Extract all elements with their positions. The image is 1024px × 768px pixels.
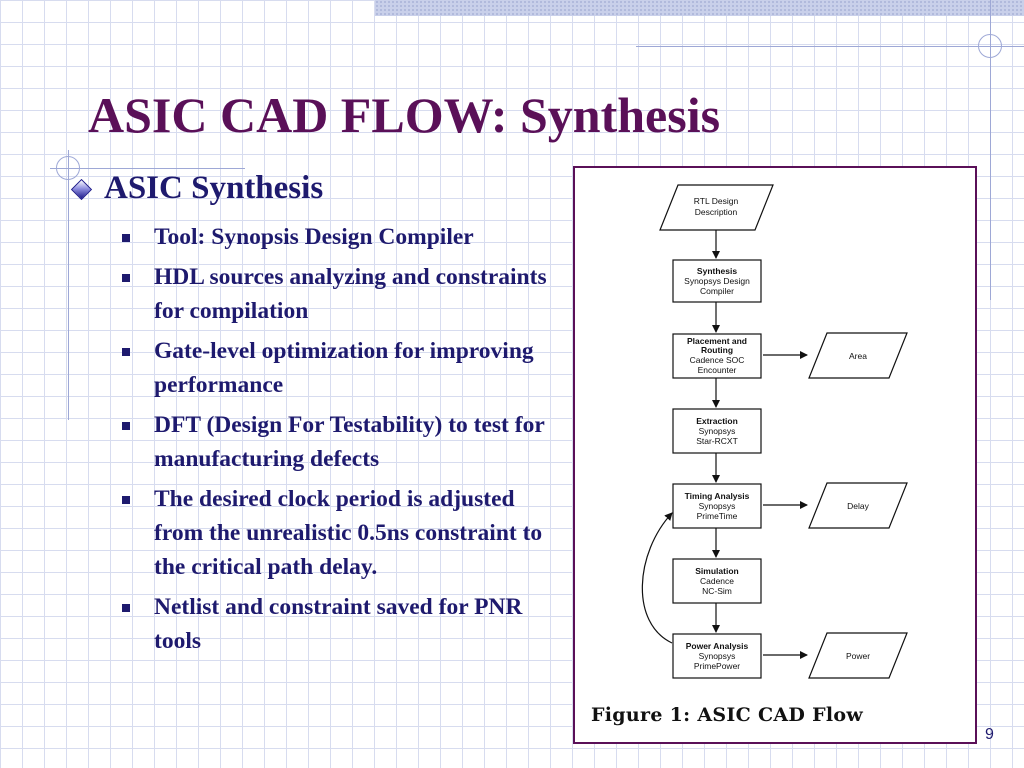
loop-arrow (641, 512, 673, 644)
sub-bullet-text: Netlist and constraint saved for PNR too… (154, 594, 523, 654)
slide-title: ASIC CAD FLOW: Synthesis (88, 87, 721, 143)
decor-line (68, 150, 69, 420)
flow-figure: RTL Design Description Synthesis Synopsy… (573, 166, 977, 744)
output-label: Area (849, 351, 867, 361)
node-label: Placement and (687, 336, 747, 346)
decor-line (990, 0, 991, 300)
top-decor-bar (375, 0, 1024, 16)
square-bullet-icon (122, 496, 130, 504)
crosshair-icon (56, 156, 80, 180)
square-bullet-icon (122, 348, 130, 356)
sub-bullet: DFT (Design For Testability) to test for… (122, 408, 552, 476)
sub-bullet-text: HDL sources analyzing and constraints fo… (154, 264, 547, 324)
node-label: PrimeTime (697, 511, 738, 521)
node-label: PrimePower (694, 661, 740, 671)
node-label: Cadence SOC (690, 355, 745, 365)
rtl-design-node: RTL Design Description (659, 184, 774, 231)
node-label: Synopsys (699, 651, 736, 661)
square-bullet-icon (122, 604, 130, 612)
sub-bullet-list: Tool: Synopsis Design Compiler HDL sourc… (122, 220, 552, 664)
sub-bullet: Tool: Synopsis Design Compiler (122, 220, 552, 254)
sub-bullet-text: The desired clock period is adjusted fro… (154, 486, 543, 580)
crosshair-icon (978, 34, 1002, 58)
node-label: Power Analysis (686, 641, 749, 651)
area-output-node: Area (808, 332, 908, 379)
node-label: Star-RCXT (696, 436, 738, 446)
diamond-bullet-icon (72, 180, 90, 198)
output-label: Delay (847, 501, 869, 511)
square-bullet-icon (122, 234, 130, 242)
node-label: Synopsys (699, 426, 736, 436)
simulation-node: Simulation Cadence NC-Sim (672, 558, 762, 604)
page-number: 9 (985, 726, 994, 743)
node-label: NC-Sim (702, 586, 732, 596)
node-label: Simulation (695, 566, 738, 576)
decor-line (50, 168, 245, 169)
node-label: RTL Design (694, 196, 739, 206)
node-label: Compiler (700, 286, 734, 296)
main-bullet-heading: ASIC Synthesis (72, 170, 323, 207)
sub-bullet: Netlist and constraint saved for PNR too… (122, 590, 552, 658)
extraction-node: Extraction Synopsys Star-RCXT (672, 408, 762, 454)
node-label: Synopsys (699, 501, 736, 511)
node-label: Description (695, 207, 738, 217)
delay-output-node: Delay (808, 482, 908, 529)
heading-text: ASIC Synthesis (104, 170, 324, 206)
node-label: Extraction (696, 416, 738, 426)
node-label: Synthesis (697, 266, 737, 276)
square-bullet-icon (122, 422, 130, 430)
sub-bullet: The desired clock period is adjusted fro… (122, 482, 552, 584)
node-label: Encounter (698, 365, 737, 375)
node-label: Routing (701, 345, 733, 355)
output-label: Power (846, 651, 870, 661)
decor-line (636, 46, 1024, 47)
power-analysis-node: Power Analysis Synopsys PrimePower (672, 633, 762, 679)
sub-bullet-text: Gate-level optimization for improving pe… (154, 338, 534, 398)
synthesis-node: Synthesis Synopsys Design Compiler (672, 259, 762, 303)
sub-bullet: Gate-level optimization for improving pe… (122, 334, 552, 402)
sub-bullet: HDL sources analyzing and constraints fo… (122, 260, 552, 328)
node-label: Timing Analysis (685, 491, 750, 501)
figure-caption: Figure 1: ASIC CAD Flow (591, 704, 864, 726)
node-label: Synopsys Design (684, 276, 750, 286)
square-bullet-icon (122, 274, 130, 282)
node-label: Cadence (700, 576, 734, 586)
power-output-node: Power (808, 632, 908, 679)
flow-diagram: RTL Design Description Synthesis Synopsy… (641, 184, 908, 679)
sub-bullet-text: DFT (Design For Testability) to test for… (154, 412, 545, 472)
sub-bullet-text: Tool: Synopsis Design Compiler (154, 224, 474, 250)
placement-routing-node: Placement and Routing Cadence SOC Encoun… (672, 333, 762, 379)
timing-analysis-node: Timing Analysis Synopsys PrimeTime (672, 483, 762, 529)
